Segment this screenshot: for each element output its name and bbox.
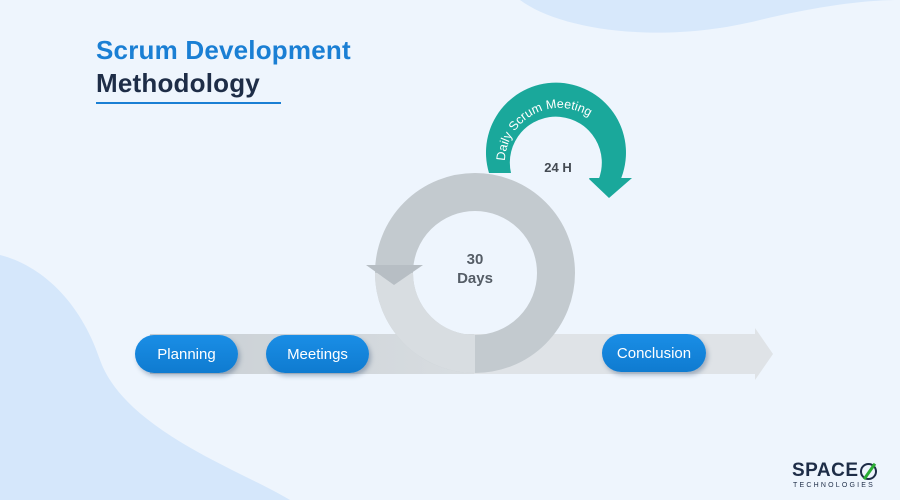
logo-wordmark: SPACE <box>792 461 886 481</box>
daily-scrum-arc <box>485 82 626 181</box>
page-title-line2: Methodology <box>96 68 260 98</box>
sprint-ring-arrowhead <box>366 265 423 285</box>
step-conclusion: Conclusion <box>602 334 706 372</box>
step-planning: Planning <box>135 335 238 373</box>
title-underline <box>96 102 281 104</box>
daily-duration: 24 H <box>544 160 572 175</box>
daily-scrum-arrowhead <box>588 178 632 198</box>
bottom-left-blob <box>0 255 290 500</box>
logo-tagline: TECHNOLOGIES <box>793 482 876 489</box>
page-title-line1: Scrum Development <box>96 35 351 65</box>
top-right-blob <box>520 0 900 33</box>
title-block: Scrum Development Methodology <box>96 34 351 104</box>
sprint-duration-unit: Days <box>457 270 493 287</box>
sprint-duration: 30 Days <box>430 250 520 288</box>
sprint-ring-shade <box>375 273 475 373</box>
company-logo: SPACE TECHNOLOGIES <box>792 461 886 491</box>
daily-scrum-inner <box>525 135 591 201</box>
logo-o-icon <box>859 462 877 480</box>
logo-name: SPACE <box>792 460 859 481</box>
step-meetings: Meetings <box>266 335 369 373</box>
sprint-duration-number: 30 <box>466 251 484 268</box>
